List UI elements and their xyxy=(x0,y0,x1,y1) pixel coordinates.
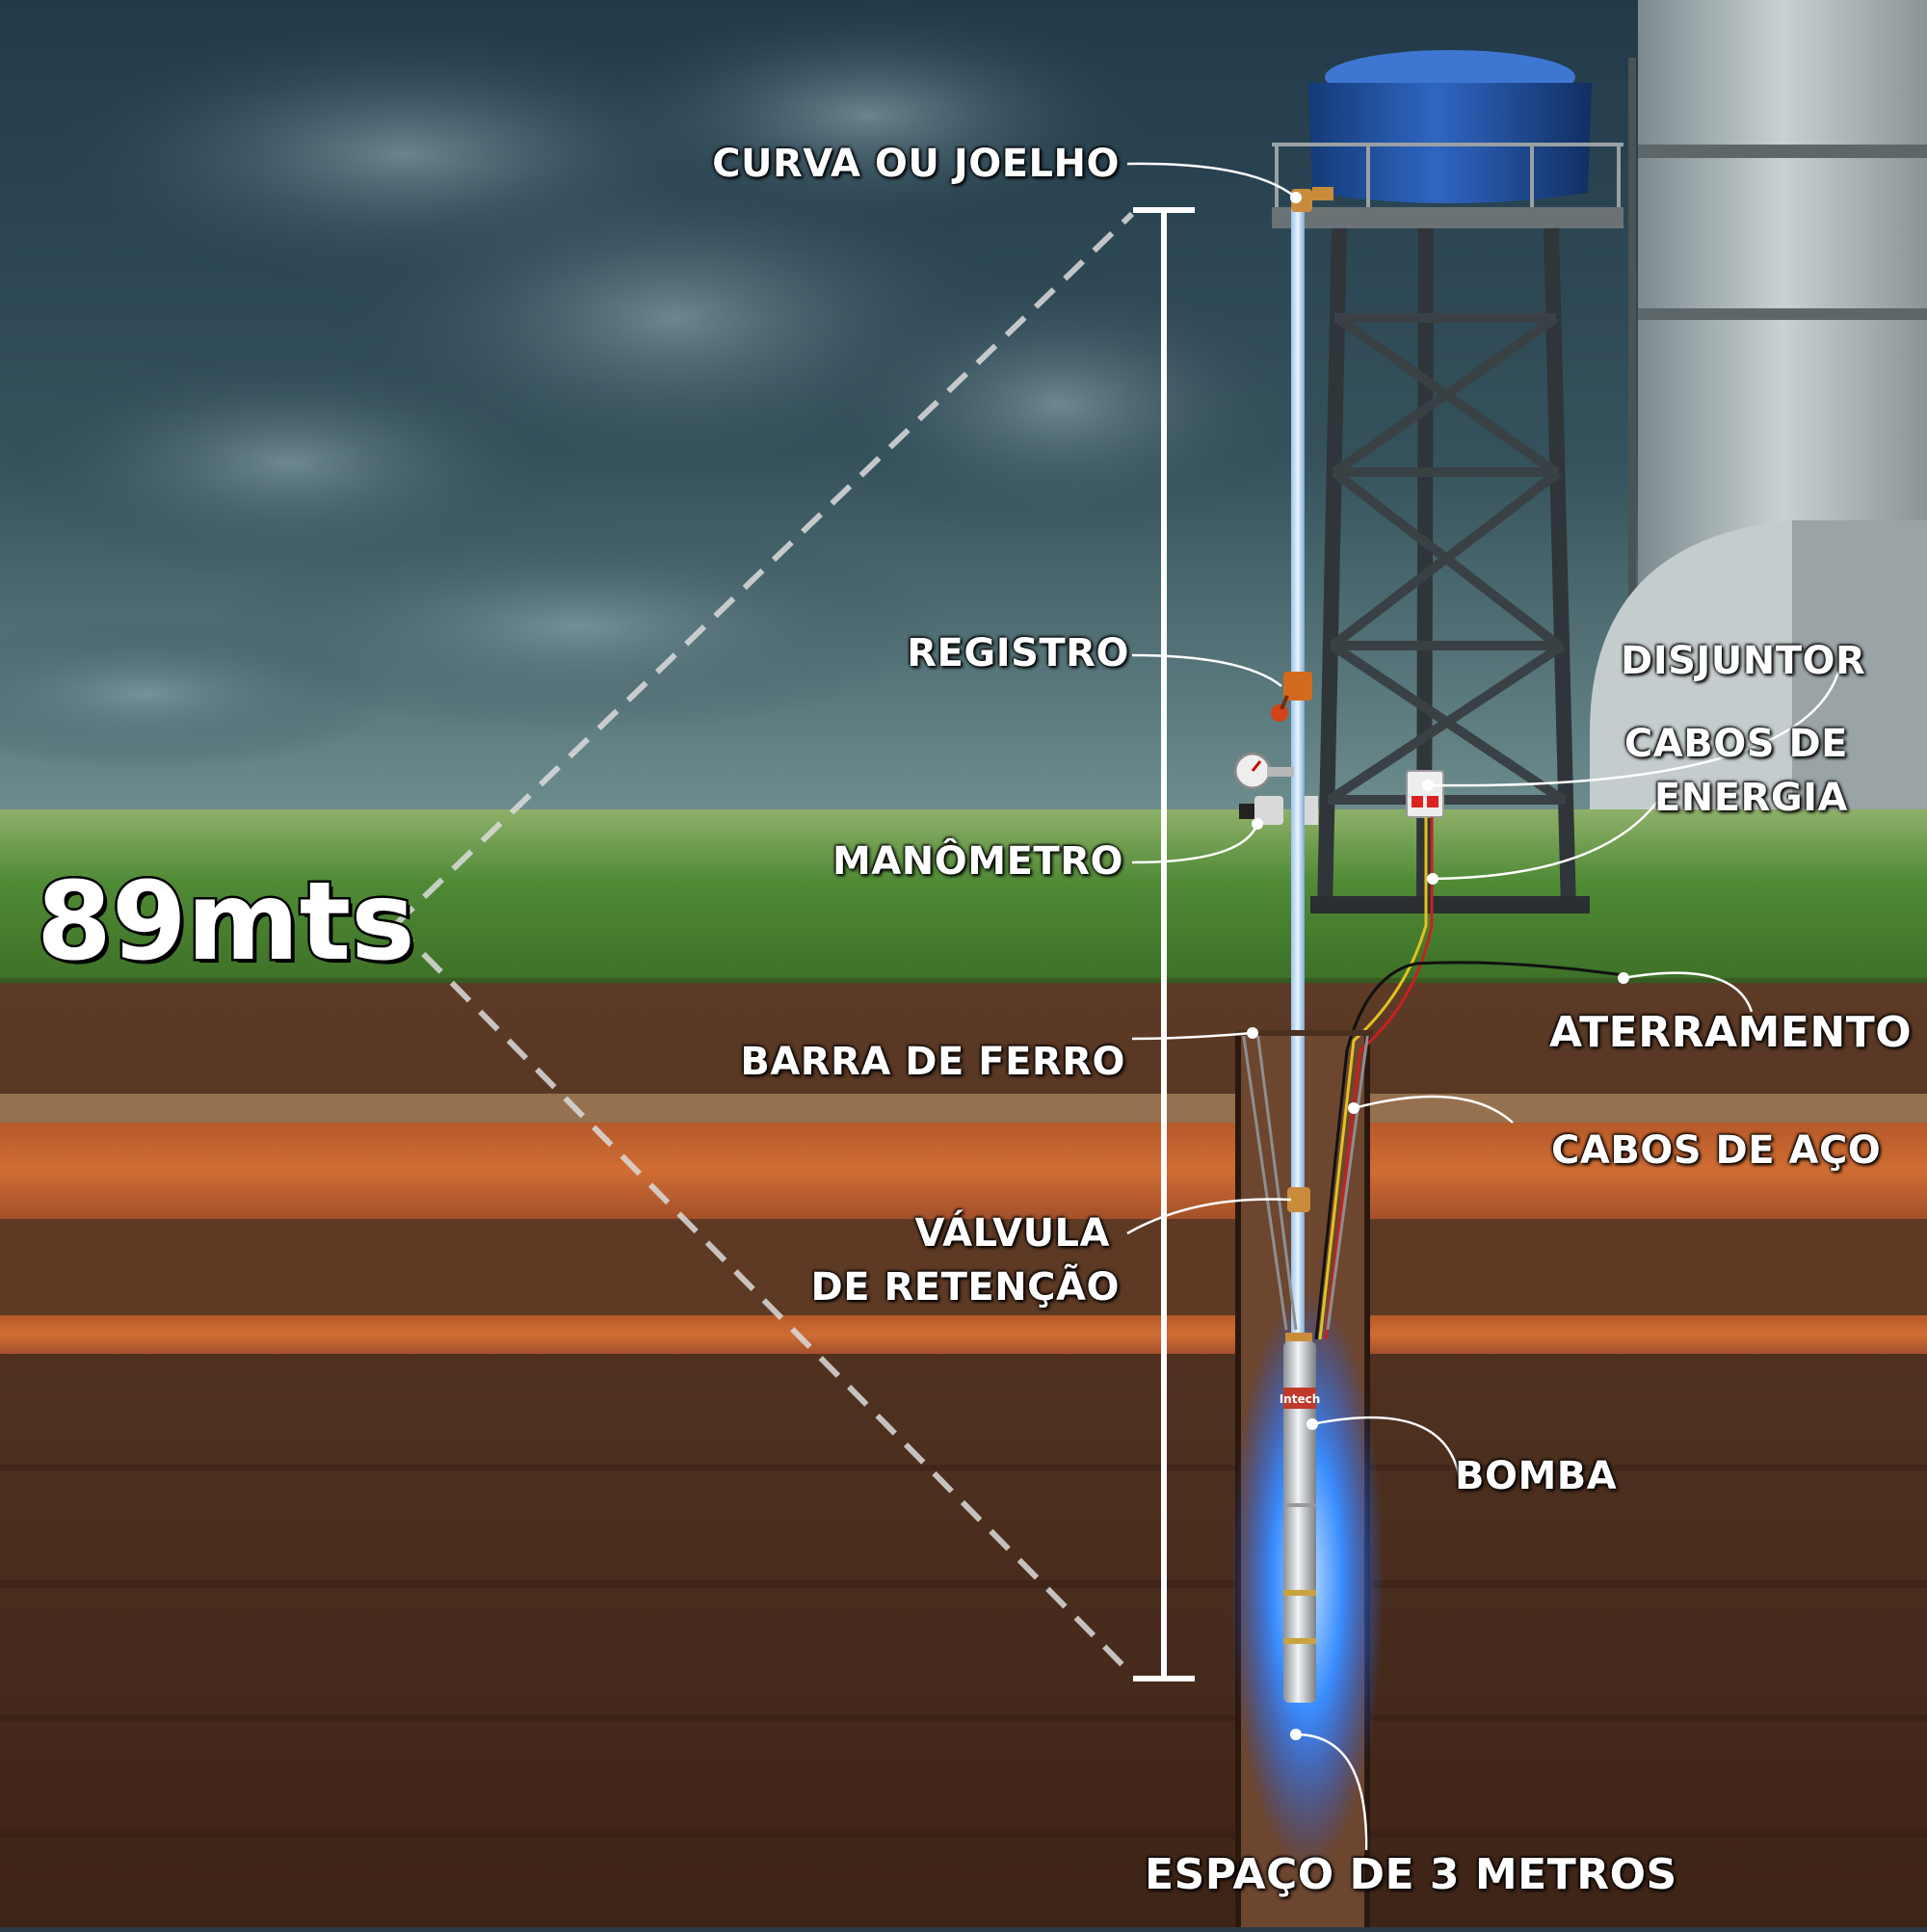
label-barra-de-ferro: BARRA DE FERRO xyxy=(740,1040,1125,1084)
label-bomba: BOMBA xyxy=(1455,1454,1618,1498)
gravel-layer xyxy=(0,1094,1927,1123)
label-disjuntor: DISJUNTOR xyxy=(1621,639,1866,683)
depth-value: 89mts xyxy=(35,858,418,988)
label-cabos-energia-1: CABOS DE xyxy=(1623,722,1848,766)
label-valvula-1: VÁLVULA xyxy=(914,1211,1110,1256)
pressure-gauge-icon xyxy=(1233,752,1318,825)
submersible-pump-icon xyxy=(1283,1341,1316,1703)
leader-dots xyxy=(1247,192,1629,1740)
check-valve-icon xyxy=(1287,1187,1310,1212)
clay-layer-2 xyxy=(0,1315,1927,1354)
soil-texture xyxy=(0,1465,1927,1839)
label-valvula-2: DE RETENÇÃO xyxy=(810,1265,1120,1310)
valve-icon xyxy=(1271,672,1312,722)
label-cabos-de-aco: CABOS DE AÇO xyxy=(1551,1128,1882,1173)
label-cabos-energia-2: ENERGIA xyxy=(1653,776,1848,820)
dashed-guides xyxy=(392,211,1135,1678)
steel-cables xyxy=(1241,1030,1370,1331)
industrial-plant xyxy=(1590,0,1927,829)
pump-brand: Intech xyxy=(1280,1392,1321,1406)
grass xyxy=(0,809,1927,992)
label-aterramento: ATERRAMENTO xyxy=(1549,1008,1913,1057)
clouds xyxy=(0,0,1310,771)
circuit-breaker-icon xyxy=(1406,770,1444,818)
label-manometro: MANÔMETRO xyxy=(832,839,1123,884)
depth-measurement-bar xyxy=(1133,207,1195,1681)
label-curva-ou-joelho: CURVA OU JOELHO xyxy=(712,142,1120,186)
water-tower xyxy=(1272,50,1623,913)
soil-layer-2 xyxy=(0,1219,1927,1315)
label-espaco-3-metros: ESPAÇO DE 3 METROS xyxy=(1145,1850,1677,1899)
leader-lines xyxy=(1126,162,1842,1851)
clay-layer-1 xyxy=(0,1123,1927,1219)
label-registro: REGISTRO xyxy=(907,631,1129,675)
